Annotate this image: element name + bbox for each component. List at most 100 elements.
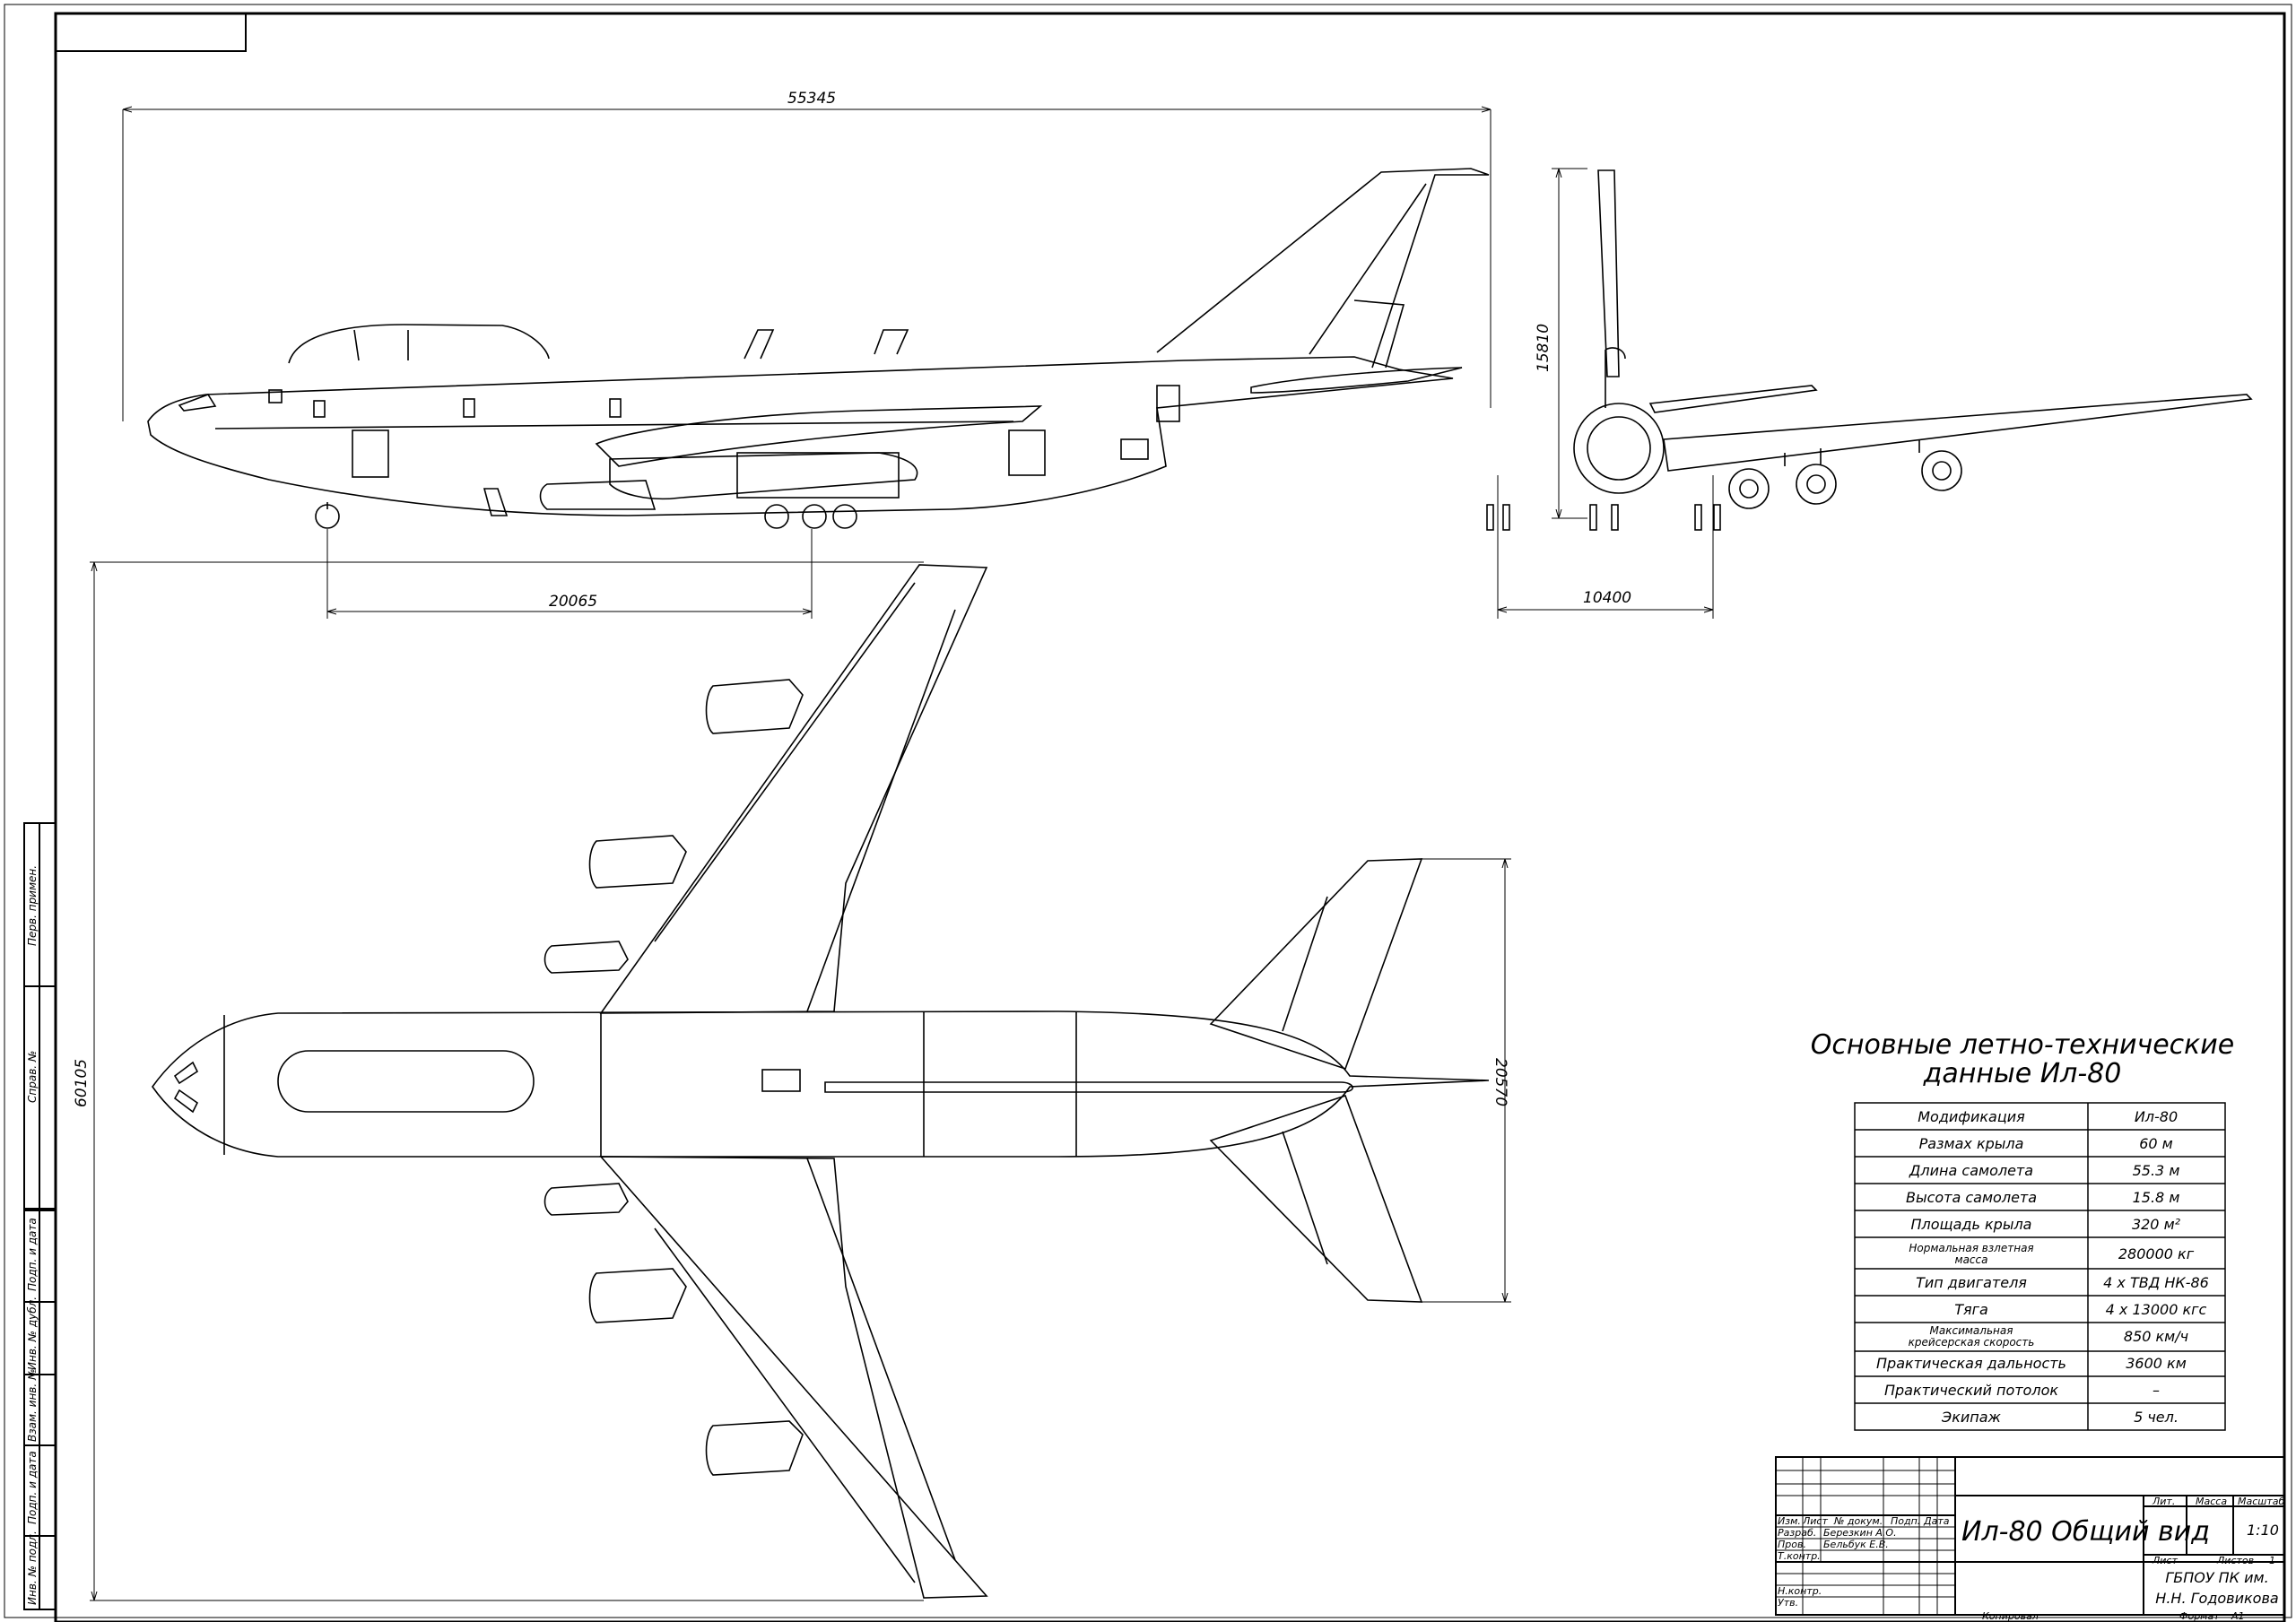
spec-row-label: Экипаж xyxy=(1941,1409,2002,1426)
stamp-doc: № докум. xyxy=(1833,1515,1883,1527)
spec-row-label: Максимальная xyxy=(1930,1324,2013,1337)
stamp-sign: Подп. xyxy=(1891,1515,1920,1527)
tail-fin-side xyxy=(1156,168,1490,369)
dorsal-canopy xyxy=(288,324,550,364)
fuselage-side xyxy=(147,356,1454,516)
stamp-role-nkontr: Н.контр. xyxy=(1778,1585,1822,1597)
engine-6 xyxy=(705,1420,804,1476)
spec-row-label: Модификация xyxy=(1918,1108,2025,1125)
wing-top-lower xyxy=(599,1156,988,1599)
stamp-org-line-2: Н.Н. Годовикова xyxy=(2155,1590,2278,1607)
stamp-role-tkontr: Т.контр. xyxy=(1778,1550,1821,1562)
dim-height: 15810 xyxy=(1535,324,1552,372)
stamp-sheets: Листов xyxy=(2216,1555,2254,1566)
stamp-lit: Лит. xyxy=(2152,1496,2175,1507)
spec-row-label: Практическая дальность xyxy=(1876,1355,2066,1372)
stamp-date: Дата xyxy=(1923,1515,1950,1527)
stamp-masshtab: Масштаб xyxy=(2238,1496,2284,1507)
engine-nacelle-side xyxy=(609,452,918,500)
side-label-vzam: Взам. инв. № xyxy=(26,1369,39,1442)
spec-row-label: крейсерская скорость xyxy=(1909,1336,2035,1349)
engine-2 xyxy=(588,835,687,889)
dimension-lines xyxy=(90,109,1714,1601)
side-view xyxy=(147,168,1490,529)
side-label-podp-data-2: Подп. и дата xyxy=(26,1451,39,1524)
tail-fin-front xyxy=(1597,169,1620,377)
dim-wingspan: 60105 xyxy=(73,1059,91,1107)
stamp-name-prov: Бельбук Е.В. xyxy=(1823,1539,1889,1550)
spec-row-label: Практический потолок xyxy=(1884,1382,2058,1399)
stamp-format: Формат xyxy=(2179,1610,2220,1622)
engine-4 xyxy=(544,1183,629,1216)
stabilizer-top-upper xyxy=(1209,858,1423,1071)
spec-row-value: 4 х ТВД НК-86 xyxy=(2103,1274,2209,1291)
stamp-role-utv: Утв. xyxy=(1778,1597,1798,1609)
stamp-massa: Масса xyxy=(2196,1496,2227,1507)
side-stamp xyxy=(23,822,57,1610)
spec-row-value: 15.8 м xyxy=(2133,1189,2180,1206)
wing-side xyxy=(595,405,1043,467)
fuselage-top xyxy=(152,1010,1490,1158)
dim-gear-track: 10400 xyxy=(1583,589,1631,607)
spec-title-line-2: данные Ил-80 xyxy=(1923,1058,2122,1089)
spec-row-value: 3600 км xyxy=(2126,1355,2187,1372)
spec-row-label: Размах крыла xyxy=(1919,1135,2024,1152)
spec-row-label: Площадь крыла xyxy=(1911,1216,2032,1233)
spec-row-value: 320 м² xyxy=(2132,1216,2181,1233)
sheet-frame xyxy=(4,4,2292,1622)
stamp-copied: Копировал xyxy=(1982,1610,2039,1622)
stabilizer-side xyxy=(1250,367,1463,394)
title-block-text: Изм. Лист № докум. Подп. Дата Разраб. Бе… xyxy=(1778,1496,2284,1622)
spec-row-value: 850 км/ч xyxy=(2124,1328,2188,1345)
stamp-title: Ил-80 Общий вид xyxy=(1961,1516,2210,1548)
stamp-sheets-count: 1 xyxy=(2269,1555,2275,1566)
side-label-podp-data-1: Подп. и дата xyxy=(26,1218,39,1291)
stabilizer-top-lower xyxy=(1209,1094,1423,1303)
spec-row-value: 60 м xyxy=(2139,1135,2173,1152)
stamp-list: Лист xyxy=(1802,1515,1828,1527)
spec-row-value: 55.3 м xyxy=(2133,1162,2180,1179)
wing-top-upper xyxy=(599,564,988,1014)
spec-row-value: 5 чел. xyxy=(2134,1409,2179,1426)
stamp-izm: Изм. xyxy=(1778,1515,1801,1527)
stamp-role-razrab: Разраб. xyxy=(1778,1527,1816,1539)
stamp-org-line-1: ГБПОУ ПК им. xyxy=(2165,1569,2268,1586)
dimension-labels: 55345 20065 15810 10400 60105 20570 xyxy=(73,90,1631,1107)
spec-row-label: Длина самолета xyxy=(1909,1162,2033,1179)
spec-row-value: Ил-80 xyxy=(2135,1108,2178,1125)
dim-stabilizer-span: 20570 xyxy=(1492,1058,1509,1106)
spec-row-label: Тип двигателя xyxy=(1916,1274,2027,1291)
side-stamp-labels: Перв. примен. Справ. № Подп. и дата Инв.… xyxy=(26,865,39,1605)
engine-3 xyxy=(544,941,629,974)
engine-1 xyxy=(705,679,804,734)
dim-overall-length: 55345 xyxy=(787,90,836,108)
spec-title-line-1: Основные летно-технические xyxy=(1811,1029,2235,1061)
front-view xyxy=(1486,169,2253,531)
dim-gear-base: 20065 xyxy=(549,593,597,611)
spec-table-text: Модификация Ил-80 Размах крыла 60 м Длин… xyxy=(1876,1108,2209,1426)
spec-title: Основные летно-технические данные Ил-80 xyxy=(1811,1029,2235,1089)
engine-5 xyxy=(588,1268,687,1323)
spec-row-value: – xyxy=(2152,1382,2160,1399)
stamp-sheet: Лист xyxy=(2152,1555,2178,1566)
spec-row-value: 4 х 13000 кгс xyxy=(2106,1301,2207,1318)
stamp-role-prov: Пров. xyxy=(1778,1539,1806,1550)
spec-row-label: масса xyxy=(1955,1253,1988,1266)
spec-row-label: Тяга xyxy=(1954,1301,1988,1318)
side-label-inv-dubl: Инв. № дубл. xyxy=(26,1297,39,1370)
top-view xyxy=(152,564,1490,1599)
stamp-scale: 1:10 xyxy=(2247,1522,2279,1539)
spec-table xyxy=(1854,1102,2226,1431)
spec-row-label: Нормальная взлетная xyxy=(1909,1242,2033,1254)
side-label-inv-podl: Инв. № подл. xyxy=(26,1531,39,1605)
spec-row-label: Высота самолета xyxy=(1906,1189,2037,1206)
wing-front xyxy=(1663,394,2253,472)
stamp-name-razrab: Березкин А.О. xyxy=(1823,1527,1897,1539)
side-label-perv: Перв. примен. xyxy=(26,865,39,946)
title-block xyxy=(1775,1456,2285,1616)
stamp-format-value: А1 xyxy=(2231,1610,2245,1622)
spec-row-value: 280000 кг xyxy=(2118,1245,2195,1262)
side-label-sprav: Справ. № xyxy=(26,1051,39,1103)
fuselage-front xyxy=(1573,403,1665,494)
